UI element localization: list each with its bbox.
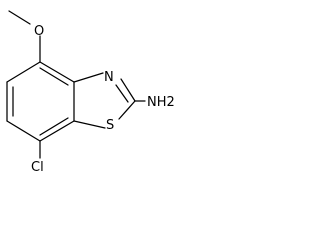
double-bond-c7-c7a-inner <box>39 117 69 136</box>
bond-nitrogen-c2 <box>120 78 136 102</box>
bond-c2-sulfur <box>118 100 136 120</box>
molecule-canvas: O N S NH2 Cl <box>0 0 197 191</box>
chlorine-label: Cl <box>31 160 44 175</box>
bond-c6-c7 <box>6 120 41 142</box>
amine-label: NH2 <box>147 95 175 110</box>
benzothiazole-structure: O N S NH2 Cl <box>6 10 175 175</box>
bond-c3a-c4 <box>39 61 75 83</box>
nitrogen-label: N <box>104 70 114 85</box>
oxygen-label: O <box>34 24 44 39</box>
bond-c7-c7a <box>39 120 75 142</box>
bond-c4-c5 <box>6 61 41 83</box>
double-bond-c3a-c4-inner <box>39 67 69 86</box>
bond-methyl-oxygen <box>8 10 31 25</box>
bond-sulfur-c7a <box>73 120 106 129</box>
double-bond-nitrogen-c2-inner <box>115 84 129 103</box>
sulfur-label: S <box>106 118 114 133</box>
bond-c3a-nitrogen <box>73 72 104 83</box>
